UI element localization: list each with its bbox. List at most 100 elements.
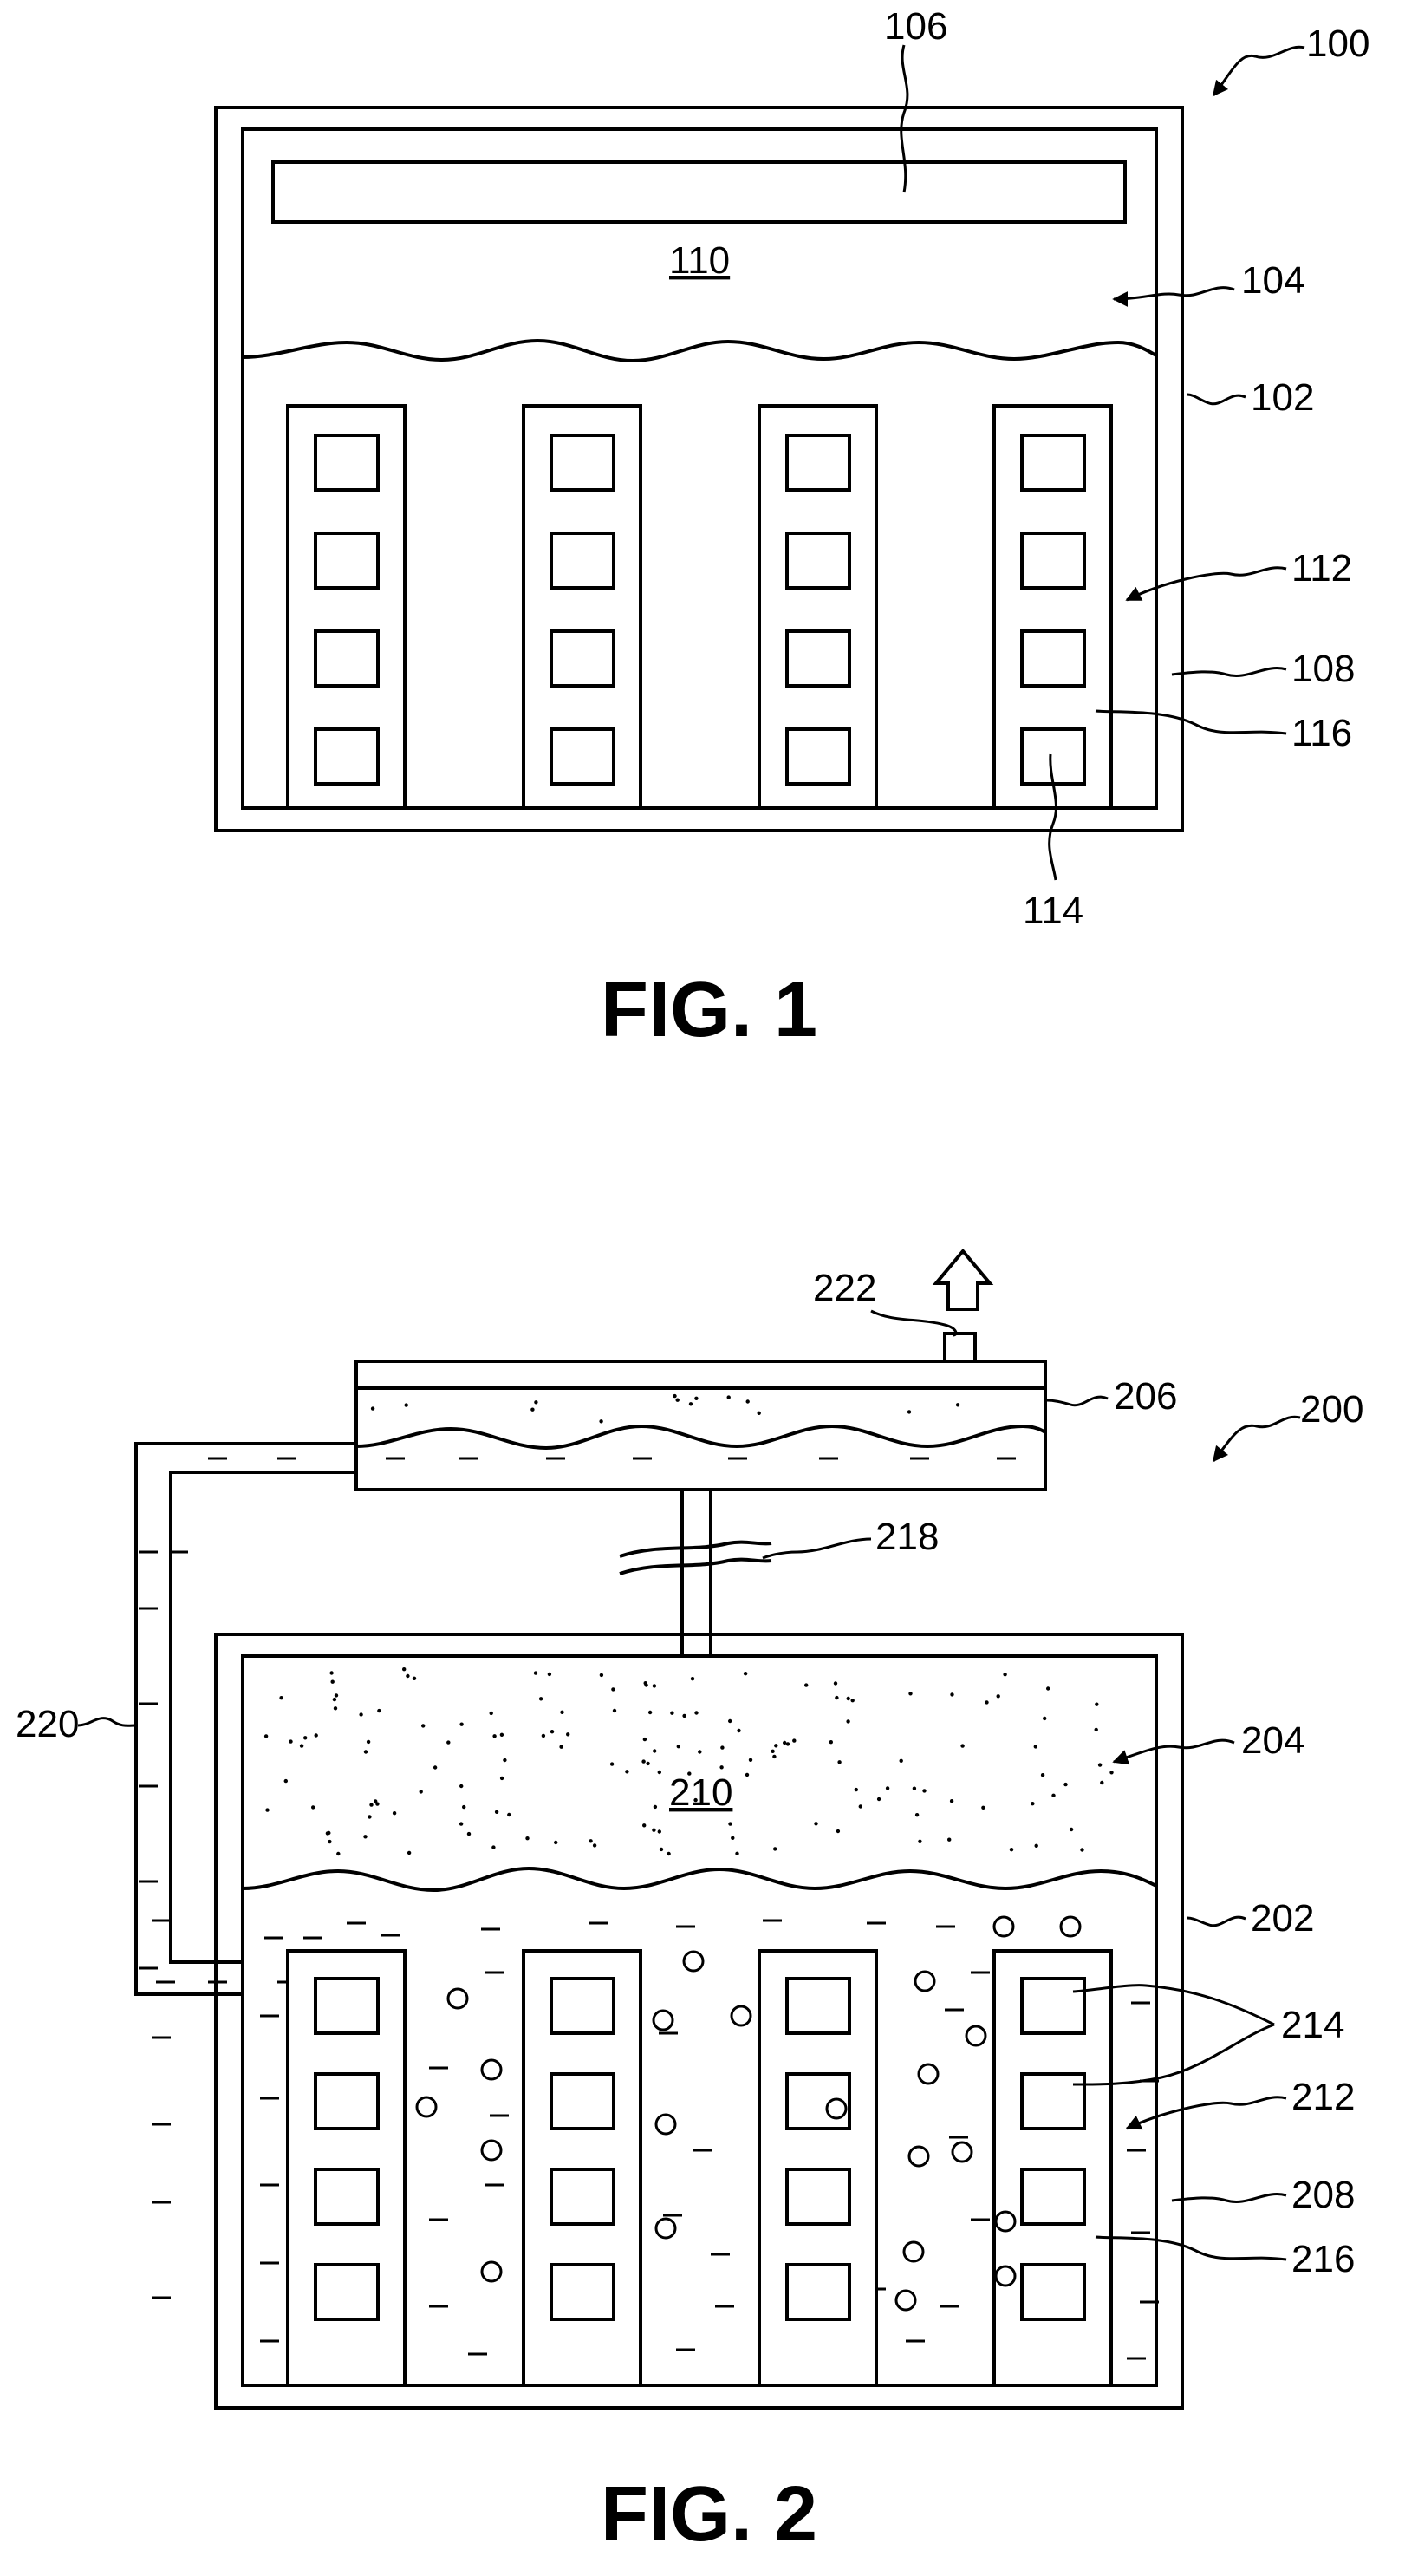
vapor-stipple-dot: [393, 1811, 396, 1815]
leader-206: [1047, 1397, 1108, 1405]
leader-222: [871, 1311, 956, 1335]
vapor-stipple-dot: [368, 1815, 371, 1818]
vapor-stipple-dot: [908, 1692, 912, 1695]
vapor-bubble: [417, 2097, 436, 2116]
condenser-stipple-dot: [694, 1397, 698, 1400]
vapor-stipple-dot: [834, 1681, 837, 1685]
condenser-stipple-dot: [689, 1402, 693, 1405]
electronic-component: [551, 1979, 614, 2033]
vapor-stipple-dot: [593, 1843, 596, 1847]
label-200: 200: [1300, 1388, 1363, 1431]
vapor-stipple-dot: [653, 1749, 656, 1752]
vapor-stipple-dot: [960, 1744, 964, 1747]
vapor-stipple-dot: [369, 1803, 373, 1806]
leader-102: [1187, 395, 1246, 404]
label-108: 108: [1291, 648, 1355, 690]
electronic-component: [315, 2265, 378, 2319]
vapor-stipple-dot: [377, 1709, 381, 1712]
vapor-stipple-dot: [548, 1673, 551, 1676]
condenser-stipple-dot: [956, 1403, 959, 1406]
condenser-stipple-dot: [530, 1408, 534, 1412]
vapor-stipple-dot: [786, 1742, 790, 1745]
vapor-bubble: [656, 2115, 675, 2134]
vapor-stipple-dot: [335, 1693, 338, 1697]
vapor-stipple-dot: [682, 1714, 686, 1718]
label-110: 110: [669, 239, 730, 282]
vapor-stipple-dot: [745, 1773, 749, 1777]
electronic-component: [1022, 533, 1084, 588]
vapor-stipple-dot: [670, 1712, 673, 1715]
label-210: 210: [669, 1771, 732, 1814]
vapor-stipple-dot: [773, 1847, 777, 1850]
vapor-stipple-dot: [495, 1810, 498, 1814]
leader-216: [1096, 2237, 1286, 2260]
electronic-component: [315, 435, 378, 490]
vapor-stipple-dot: [642, 1823, 646, 1827]
electronic-component: [551, 729, 614, 784]
electronic-component: [787, 2169, 849, 2224]
vapor-stipple-dot: [660, 1848, 663, 1851]
vapor-stipple-dot: [329, 1671, 333, 1674]
vapor-stipple-dot: [303, 1736, 307, 1739]
vapor-stipple-dot: [646, 1762, 649, 1765]
electronic-component: [787, 2265, 849, 2319]
vapor-stipple-dot: [402, 1667, 406, 1671]
label-222: 222: [813, 1267, 876, 1309]
electronic-component: [551, 2169, 614, 2224]
vapor-bubble: [909, 2147, 928, 2166]
leader-106: [901, 45, 907, 192]
vapor-stipple-dot: [407, 1851, 411, 1855]
condenser-stipple-dot: [405, 1403, 408, 1406]
vapor-stipple-dot: [641, 1759, 645, 1763]
liquid-surface: [243, 341, 1156, 361]
electronic-component: [787, 533, 849, 588]
vapor-stipple-dot: [420, 1790, 423, 1793]
vapor-stipple-dot: [334, 1706, 337, 1710]
vapor-stipple-dot: [492, 1734, 496, 1738]
vapor-stipple-dot: [611, 1687, 615, 1691]
leader-202: [1187, 1917, 1246, 1926]
label-216: 216: [1291, 2238, 1355, 2280]
leader-200: [1213, 1417, 1300, 1461]
leader-218: [763, 1539, 871, 1558]
vapor-stipple-dot: [459, 1822, 463, 1825]
electronic-component: [315, 1979, 378, 2033]
vapor-stipple-dot: [364, 1750, 368, 1753]
vapor-stipple-dot: [1035, 1844, 1038, 1848]
vapor-stipple-dot: [542, 1734, 545, 1738]
vapor-line-break-1: [620, 1542, 771, 1556]
vapor-stipple-dot: [333, 1698, 336, 1701]
vapor-stipple-dot: [719, 1765, 723, 1769]
leader-212: [1127, 2097, 1286, 2129]
vapor-stipple-dot: [1100, 1781, 1103, 1784]
vapor-bubble: [994, 1917, 1013, 1936]
vapor-stipple-dot: [625, 1770, 628, 1773]
vapor-stipple-dot: [915, 1813, 919, 1816]
vapor-stipple-dot: [433, 1765, 437, 1769]
vapor-stipple-dot: [1003, 1673, 1006, 1676]
vapor-stipple-dot: [731, 1836, 734, 1840]
leader-112: [1127, 568, 1286, 600]
electronic-component: [315, 533, 378, 588]
vapor-stipple-dot: [804, 1683, 808, 1686]
vapor-stipple-dot: [406, 1674, 409, 1678]
vapor-stipple-dot: [654, 1805, 657, 1809]
vapor-stipple-dot: [814, 1822, 817, 1825]
electronic-component: [1022, 2265, 1084, 2319]
label-218: 218: [875, 1516, 939, 1558]
leader-208: [1172, 2194, 1286, 2201]
vapor-stipple-dot: [539, 1697, 543, 1700]
vapor-stipple-dot: [667, 1852, 670, 1855]
vapor-stipple-dot: [600, 1673, 603, 1677]
vapor-stipple-dot: [997, 1694, 1000, 1698]
condenser-stipple-dot: [907, 1410, 911, 1413]
vapor-stipple-dot: [328, 1840, 331, 1843]
vapor-stipple-dot: [900, 1759, 903, 1763]
condenser-stipple-dot: [676, 1399, 680, 1402]
vapor-stipple-dot: [300, 1744, 303, 1747]
vapor-stipple-dot: [1095, 1728, 1098, 1731]
vapor-stipple-dot: [886, 1786, 889, 1790]
circuit-boards: [288, 406, 1111, 808]
vapor-stipple-dot: [503, 1758, 506, 1762]
electronic-component: [787, 1979, 849, 2033]
